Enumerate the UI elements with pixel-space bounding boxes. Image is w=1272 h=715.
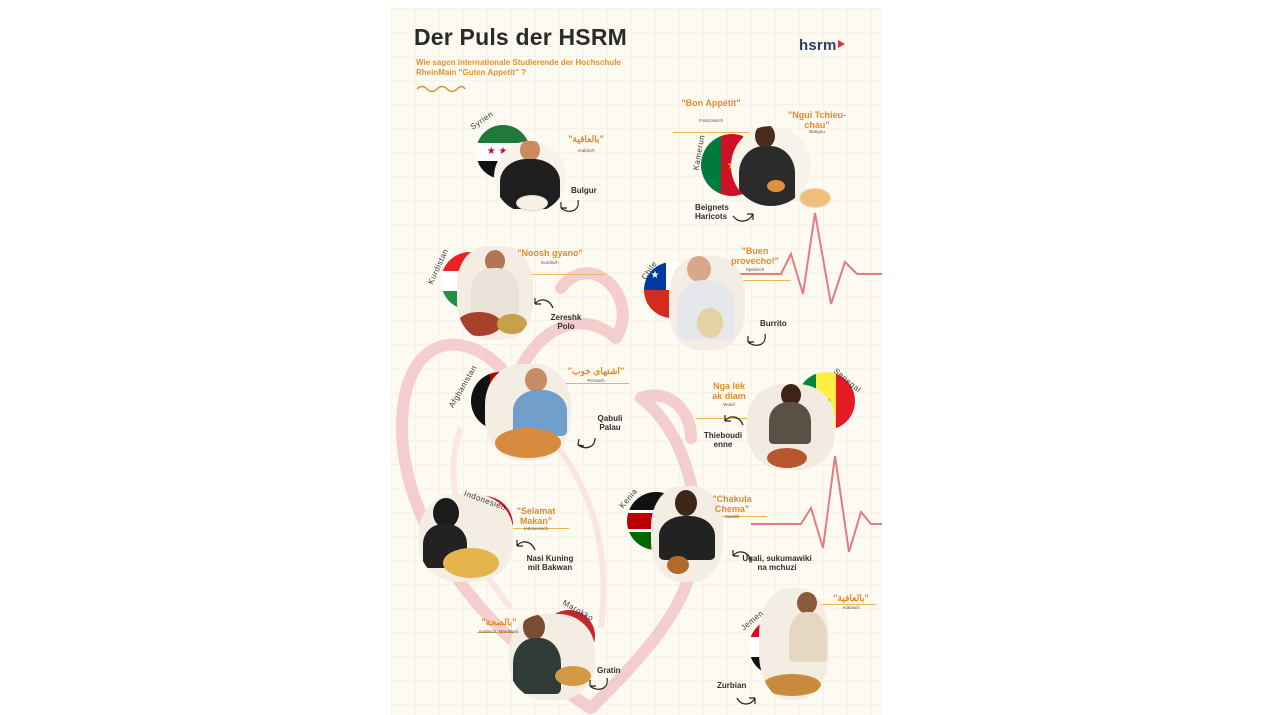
dish-label: Beignets Haricots <box>695 203 729 221</box>
dish-label: Zurbian <box>717 681 747 690</box>
curved-arrow-icon <box>560 199 579 212</box>
language-label: Wolof <box>723 402 735 407</box>
photo-jemen <box>759 588 829 700</box>
language-label: Indonesisch <box>523 526 549 531</box>
page-title: Der Puls der HSRM <box>414 24 628 50</box>
photo-kurdistan <box>457 246 533 340</box>
phrase-text: "بالعافية" <box>833 593 869 603</box>
curved-arrow-icon <box>534 298 554 309</box>
curved-arrow-icon <box>577 437 596 449</box>
curved-arrow-icon <box>589 677 608 690</box>
curved-arrow-icon <box>747 333 766 346</box>
dish-label: Bulgur <box>571 186 597 195</box>
language-label: Swahili <box>724 514 740 519</box>
dish-label: Thieboudi enne <box>703 431 743 449</box>
heartbeat-line-top <box>711 212 882 305</box>
photo-marokko <box>509 614 595 700</box>
curved-arrow-icon <box>732 213 754 222</box>
wave-decoration-icon <box>416 85 466 93</box>
photo-kamerun <box>731 126 811 206</box>
dish-label: Zereshk Polo <box>550 313 582 331</box>
poster: Der Puls der HSRM Wie sagen internationa… <box>391 8 882 715</box>
phrase-text-2: "Ngui Tchieu-chau" <box>787 110 847 130</box>
dish-label: Gratin <box>597 666 621 675</box>
phrase-text: "بالعافية" <box>568 134 604 144</box>
language-label-2: Bangou <box>809 129 825 134</box>
phrase-text: "Selamat Makan" <box>516 506 556 526</box>
language-label: Persisch <box>587 378 605 383</box>
curved-arrow-icon <box>724 415 744 426</box>
photo-indonesien <box>419 494 513 582</box>
dish-label: Ugali, sukumawiki na mchuzi <box>742 554 812 572</box>
language-label: Spanisch <box>745 267 765 272</box>
dish-label: Burrito <box>760 319 787 328</box>
language-label: Arabisch, Marokkan. <box>478 629 520 634</box>
curved-arrow-icon <box>732 550 752 561</box>
photo-kenia <box>651 486 723 582</box>
phrase-text: "اشتهای خوب" <box>567 366 625 376</box>
phrase-text: "بالصحة" <box>481 617 517 627</box>
phrase-text: Nga lék ak diam <box>712 381 746 401</box>
phrase-text: "Bon Appétit" <box>681 98 741 108</box>
dish-label: Qabuli Palau <box>597 414 623 432</box>
photo-chile <box>669 256 745 350</box>
curved-arrow-icon <box>736 697 756 705</box>
hsrm-logo: hsrm <box>799 37 846 54</box>
phrase-text: "Buen provecho!" <box>731 246 779 266</box>
phrase-text: "Chakula Chema" <box>712 494 752 514</box>
dish-label: Nasi Kuning mit Bakwan <box>526 554 574 572</box>
heartbeat-line-bottom <box>751 455 882 553</box>
language-label: Arabisch <box>577 148 595 153</box>
language-label: Kurdisch <box>541 260 559 265</box>
language-label: Arabisch <box>842 605 860 610</box>
page-subtitle: Wie sagen internationale Studierende der… <box>416 58 621 77</box>
photo-senegal <box>747 384 835 470</box>
language-label: Französisch <box>698 118 724 123</box>
photo-afghanistan <box>485 364 571 460</box>
photo-syrien <box>494 141 566 213</box>
logo-mark-icon <box>838 40 846 48</box>
phrase-text: "Noosh gyano" <box>517 248 583 258</box>
curved-arrow-icon <box>516 540 536 551</box>
background-decoration <box>391 8 882 715</box>
